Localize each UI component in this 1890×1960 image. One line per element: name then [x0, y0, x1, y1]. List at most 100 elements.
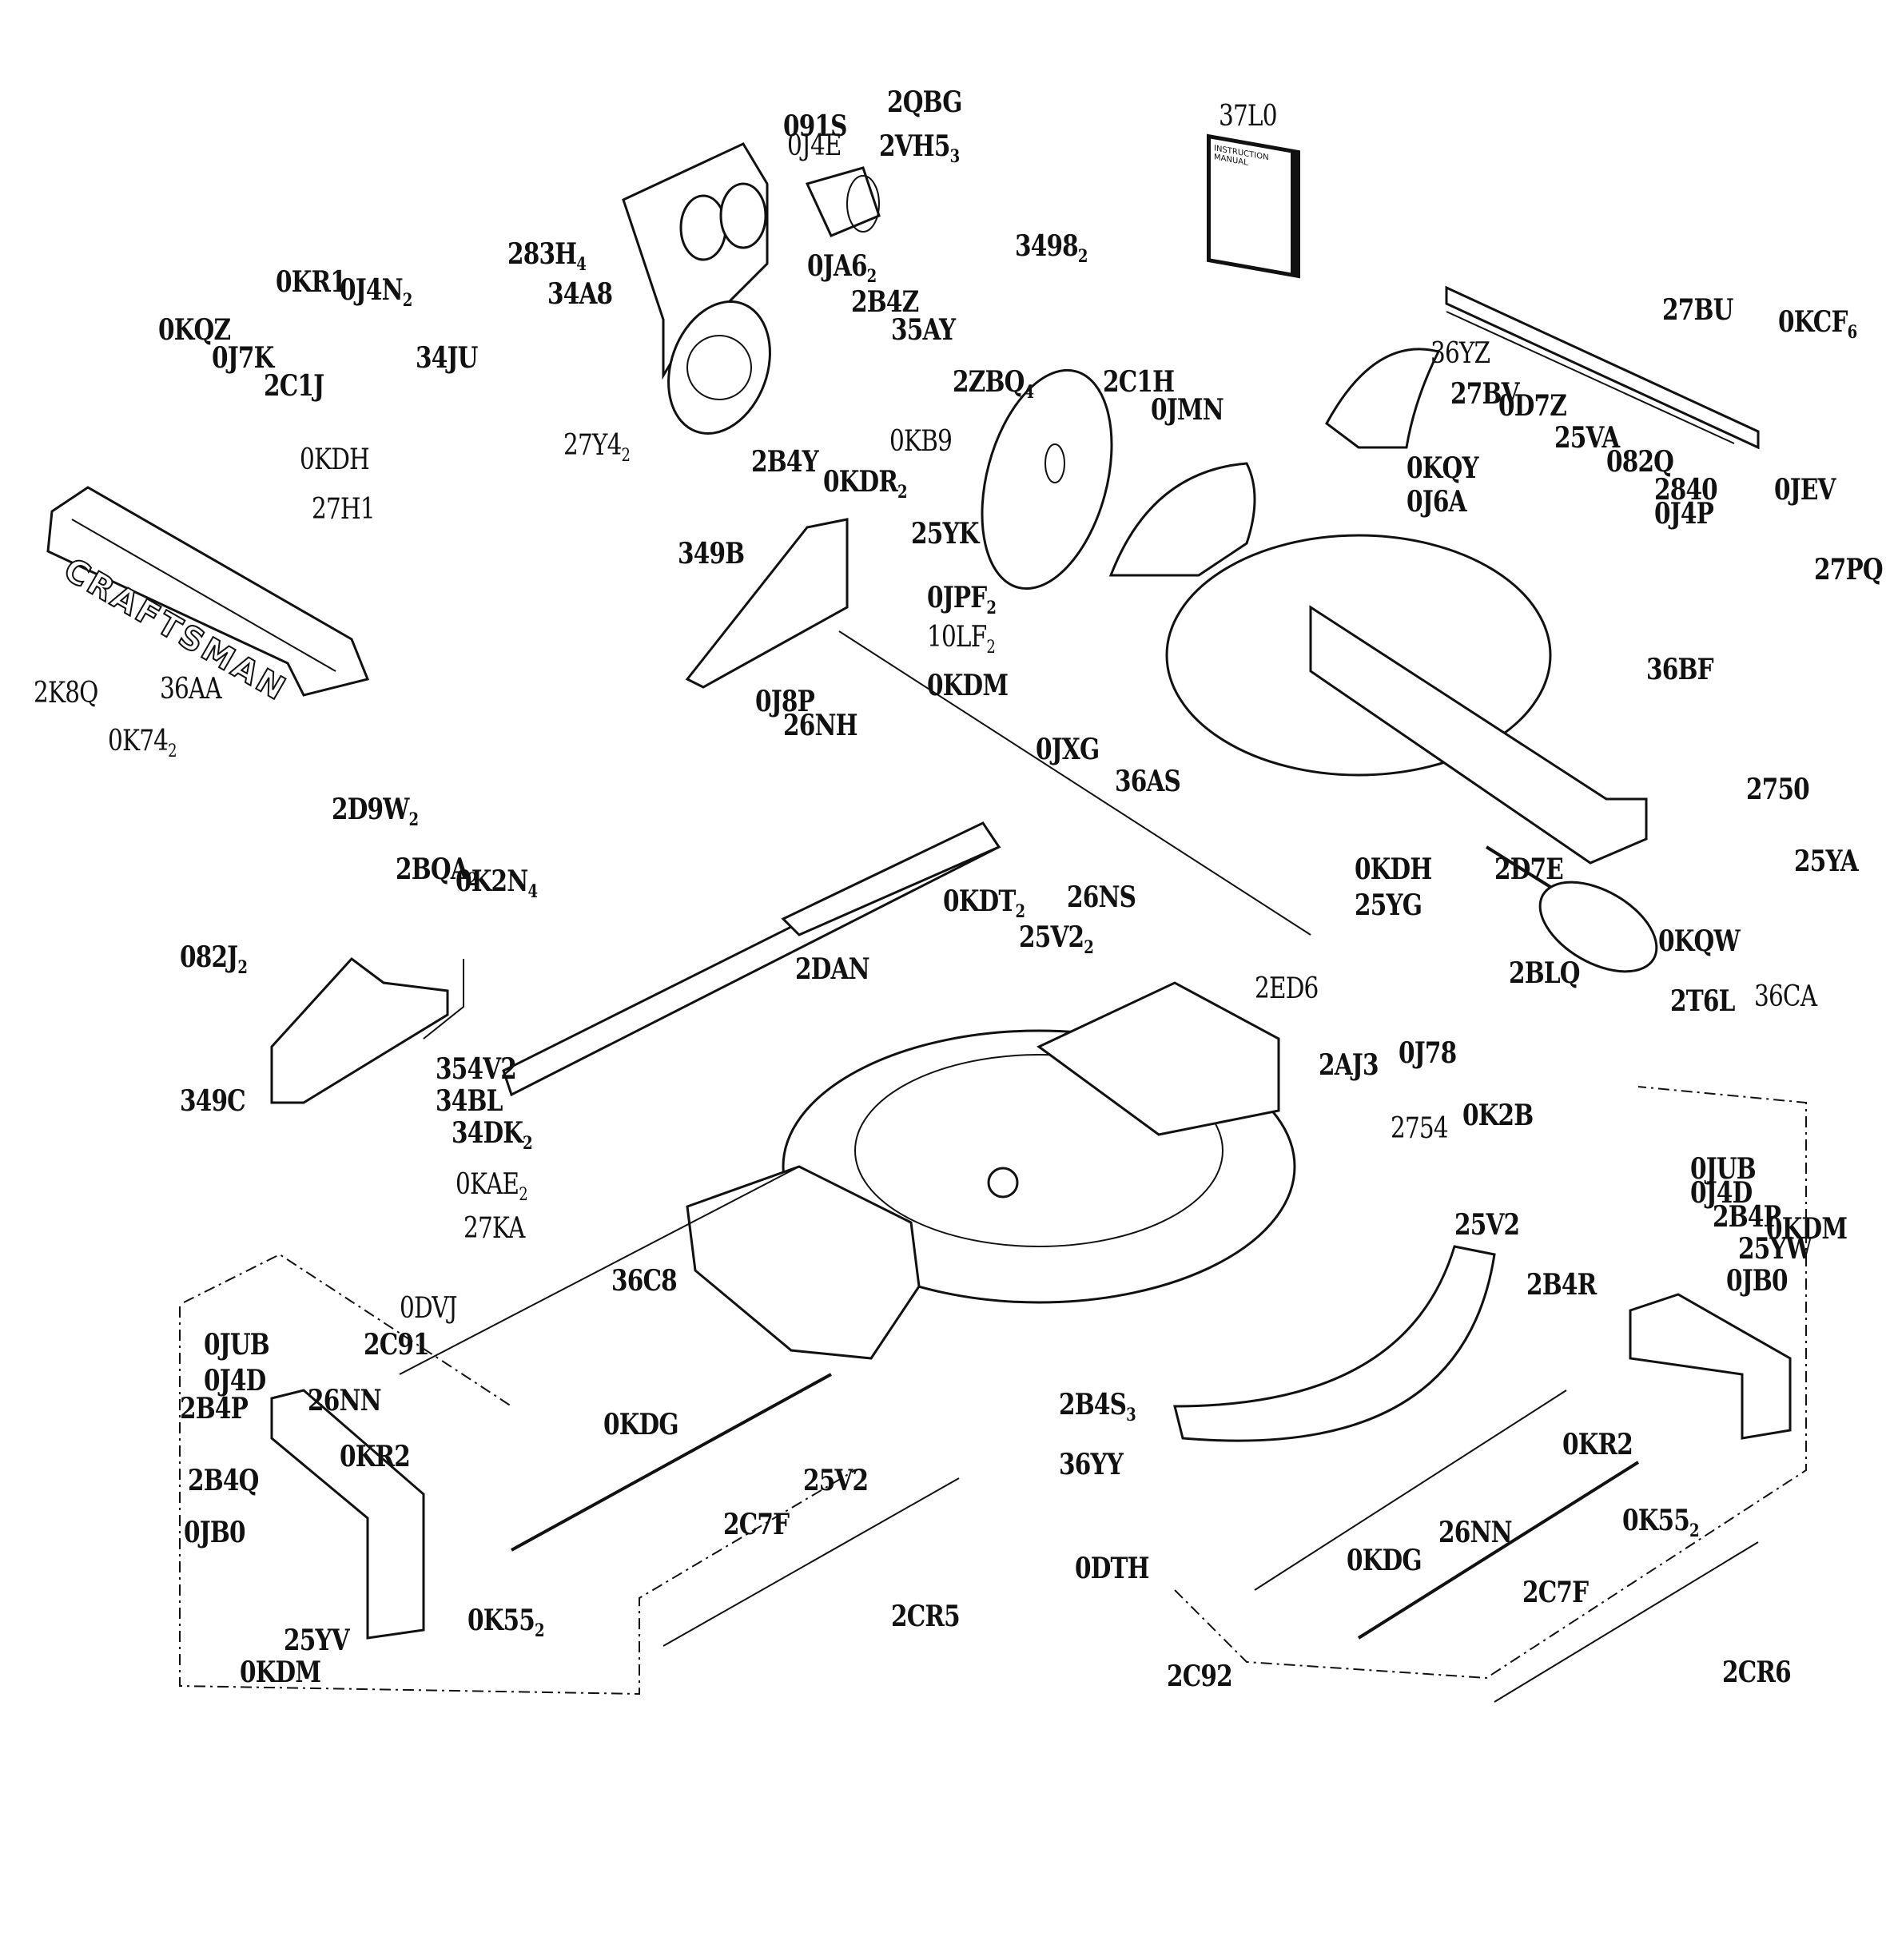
part-number: 2D7E — [1494, 853, 1564, 886]
part-number: 349C — [180, 1084, 246, 1118]
part-quantity: 4 — [1024, 382, 1034, 403]
part-label-36as: 36AS — [1115, 767, 1181, 796]
part-number: 0KAE — [456, 1168, 519, 1201]
part-label-25v2-bottom: 25V2 — [803, 1464, 869, 1497]
fence-craftsman — [46, 486, 370, 697]
part-label-25ya: 25YA — [1794, 845, 1859, 878]
part-number: 0KR2 — [1562, 1428, 1633, 1461]
part-label-0kr2-r: 0KR2 — [1562, 1430, 1633, 1459]
part-number: 091S — [783, 109, 847, 143]
part-number: 0JUB — [204, 1328, 270, 1362]
part-label-0kqz: 0KQZ — [158, 316, 231, 344]
part-number: 0K55 — [1622, 1504, 1690, 1537]
part-number: 25VA — [1554, 421, 1620, 455]
sliding-fence-right — [685, 518, 849, 689]
part-label-25va: 25VA — [1554, 421, 1620, 455]
part-number: 0JEV — [1774, 473, 1836, 507]
part-number: 2C1J — [264, 369, 324, 403]
part-label-354v2: 354V2 — [436, 1052, 517, 1086]
part-number: 2B4P — [1713, 1200, 1781, 1234]
part-label-0j4d-r: 0J4D — [1690, 1179, 1753, 1207]
part-number: 2ED6 — [1255, 972, 1319, 1005]
part-label-0k74: 0K742 — [108, 727, 177, 761]
part-quantity: 3 — [949, 146, 961, 167]
part-number: 26NN — [308, 1384, 382, 1417]
part-label-0kqy: 0KQY — [1407, 451, 1479, 485]
part-label-34bl: 34BL — [436, 1087, 503, 1115]
part-number: 27PQ — [1814, 553, 1884, 586]
part-number: 0J4P — [1654, 497, 1714, 531]
part-label-3498: 34982 — [1015, 232, 1088, 265]
part-label-082q: 082Q — [1606, 447, 1674, 476]
part-number: 0KQY — [1407, 451, 1479, 485]
part-label-2754: 2754 — [1391, 1115, 1449, 1143]
part-label-0j4d-l: 0J4D — [204, 1366, 266, 1395]
right-extension-support — [1254, 1293, 1792, 1703]
part-label-2aj3: 2AJ3 — [1319, 1051, 1379, 1079]
part-label-2ed6: 2ED6 — [1255, 975, 1319, 1004]
part-number: 2CR6 — [1722, 1656, 1792, 1689]
part-label-0j7k: 0J7K — [212, 341, 274, 375]
part-label-0kr1: 0KR1 — [276, 265, 347, 299]
part-label-36c8: 36C8 — [611, 1266, 678, 1295]
part-quantity: 2 — [1689, 1521, 1700, 1541]
part-label-0jub-l: 0JUB — [204, 1328, 270, 1362]
part-label-0j4p: 0J4P — [1654, 497, 1714, 531]
part-label-10lf: 10LF2 — [927, 623, 996, 657]
part-label-34a8: 34A8 — [547, 280, 613, 308]
part-number: 25YW — [1738, 1232, 1812, 1266]
part-label-2750: 2750 — [1746, 775, 1810, 804]
part-label-2b4q: 2B4Q — [188, 1464, 259, 1497]
part-number: 25V2 — [803, 1464, 869, 1497]
part-label-2bqa: 2BQA2 — [396, 855, 478, 889]
part-number: 0KB9 — [889, 425, 953, 458]
part-label-0kdm-l: 0KDM — [240, 1658, 321, 1687]
part-number: 2QBG — [887, 85, 963, 119]
part-number: 2C7F — [723, 1508, 790, 1541]
part-number: 0JXG — [1036, 733, 1100, 766]
part-label-2vh5: 2VH53 — [879, 132, 961, 167]
part-label-25v2-top: 25V22 — [1019, 923, 1094, 956]
part-label-349b: 349B — [678, 539, 745, 568]
part-number: 0J4N — [340, 273, 404, 307]
part-quantity: 2 — [986, 598, 997, 618]
part-number: 2B4P — [180, 1392, 249, 1425]
part-label-2cr5: 2CR5 — [891, 1602, 961, 1631]
part-label-37l0: 37L0 — [1219, 102, 1277, 131]
part-label-0kae: 0KAE2 — [456, 1168, 528, 1205]
part-number: 25YA — [1794, 845, 1859, 878]
part-label-2840: 2840 — [1654, 475, 1718, 504]
part-label-0ja6: 0JA62 — [807, 249, 877, 285]
part-label-2c7f-r: 2C7F — [1522, 1578, 1589, 1607]
part-label-0kr2-l: 0KR2 — [340, 1442, 411, 1471]
part-number: 0JB0 — [1726, 1264, 1789, 1298]
part-label-0k55-l: 0K552 — [468, 1606, 545, 1641]
part-number: 354V2 — [436, 1052, 517, 1086]
part-number: 0KR1 — [276, 265, 347, 299]
part-number: 0J78 — [1399, 1036, 1457, 1070]
part-label-2d7e: 2D7E — [1494, 853, 1564, 886]
part-number: 0JA6 — [807, 249, 867, 283]
part-label-25yk: 25YK — [911, 519, 979, 548]
part-label-26ns: 26NS — [1067, 883, 1136, 912]
part-label-36yy: 36YY — [1059, 1450, 1124, 1479]
part-label-26nh: 26NH — [783, 711, 858, 740]
part-label-2blq: 2BLQ — [1509, 959, 1581, 988]
part-number: 0JB0 — [184, 1516, 246, 1549]
part-quantity: 2 — [534, 1620, 545, 1641]
part-number: 0J7K — [212, 341, 274, 375]
part-label-0jxg: 0JXG — [1036, 733, 1100, 766]
part-label-0k55-r: 0K552 — [1622, 1504, 1700, 1541]
part-number: 36BF — [1646, 653, 1714, 686]
part-number: 0JPF — [927, 581, 987, 614]
part-number: 2B4S — [1059, 1388, 1127, 1421]
part-label-0kdh-right: 0KDH — [1355, 855, 1432, 884]
part-number: 2B4Q — [188, 1464, 259, 1497]
part-number: 25YG — [1355, 889, 1422, 922]
part-number: 25YV — [284, 1624, 350, 1657]
part-number: 0JMN — [1151, 393, 1224, 427]
part-label-36aa: 36AA — [160, 675, 222, 704]
part-quantity: 2 — [897, 482, 908, 503]
part-quantity: 2 — [519, 1185, 527, 1205]
part-number: 27Y4 — [563, 429, 622, 462]
